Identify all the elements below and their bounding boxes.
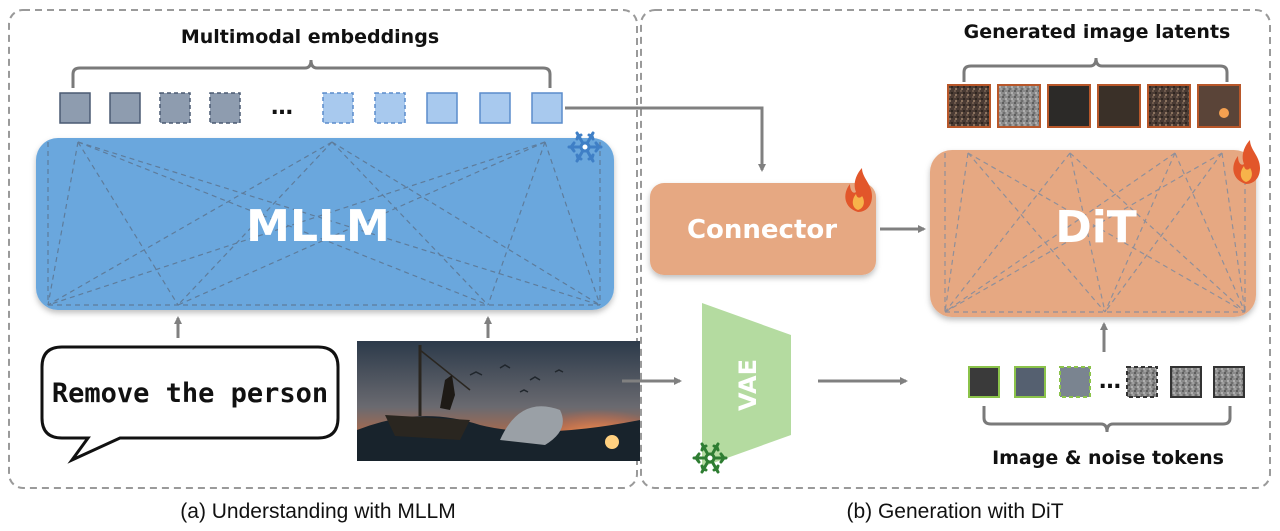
latent-tile (1197, 84, 1241, 128)
noise-token (1126, 366, 1158, 398)
snowflake-icon (692, 442, 728, 474)
connector-label: Connector (687, 215, 837, 245)
panel-a-caption: (a) Understanding with MLLM (180, 500, 455, 523)
vae-label: VAE (734, 359, 762, 411)
noise-token (1213, 366, 1245, 398)
panel-a-frame (8, 9, 638, 489)
latent-tile (1047, 84, 1091, 128)
mllm-block (36, 138, 614, 310)
prompt-text: Remove the person (52, 378, 328, 409)
mllm-attention-lines (47, 141, 601, 306)
multimodal-embeddings-label: Multimodal embeddings (181, 26, 439, 48)
embedding-token (531, 92, 563, 124)
arrow-embeddings-to-connector (565, 106, 766, 172)
embedding-token (374, 92, 406, 124)
embedding-ellipsis: … (271, 95, 293, 120)
prompt-speech-bubble (40, 345, 340, 464)
token-ellipsis: … (1099, 369, 1121, 394)
embedding-token (322, 92, 354, 124)
generated-latents-label: Generated image latents (964, 21, 1231, 43)
dit-block (930, 150, 1256, 317)
embedding-tokens: … (59, 92, 563, 124)
panel-b-caption: (b) Generation with DiT (846, 500, 1063, 523)
flame-icon (1233, 140, 1260, 184)
image-token (968, 366, 1000, 398)
generated-latents (947, 84, 1241, 128)
image-token (1059, 366, 1091, 398)
latent-tile (997, 84, 1041, 128)
dit-attention-lines (944, 152, 1246, 313)
tokens-bracket (982, 406, 1232, 433)
dit-label: DiT (1055, 202, 1137, 253)
connector-block (650, 183, 876, 275)
embedding-token (59, 92, 91, 124)
flame-icon (845, 168, 872, 212)
image-token (1014, 366, 1046, 398)
input-image (357, 341, 640, 461)
embedding-token (209, 92, 241, 124)
embedding-token (109, 92, 141, 124)
embeddings-bracket (71, 59, 552, 88)
latent-tile (1147, 84, 1191, 128)
embedding-token (426, 92, 458, 124)
noise-token (1170, 366, 1202, 398)
latent-tile (1097, 84, 1141, 128)
embedding-token (479, 92, 511, 124)
latent-tile (947, 84, 991, 128)
snowflake-icon (567, 131, 603, 163)
latents-bracket (962, 57, 1229, 82)
mllm-label: MLLM (246, 201, 390, 252)
vae-block (702, 303, 791, 467)
image-noise-tokens: … (968, 366, 1245, 398)
panel-b-frame (640, 9, 1271, 489)
image-noise-tokens-label: Image & noise tokens (992, 447, 1224, 469)
embedding-token (159, 92, 191, 124)
